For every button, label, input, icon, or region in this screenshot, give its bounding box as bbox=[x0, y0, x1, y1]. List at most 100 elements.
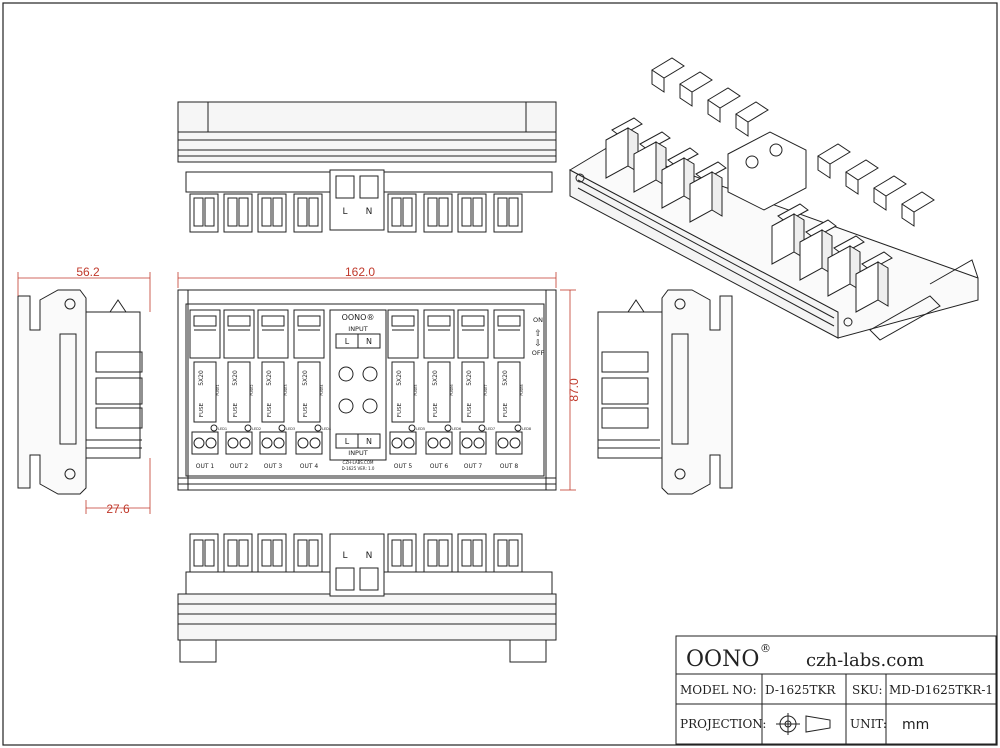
breaker-switch[interactable] bbox=[457, 309, 489, 359]
led-id: LED4 bbox=[322, 427, 332, 431]
arrow-down-icon: ⇩ bbox=[534, 339, 542, 349]
bottom-view: L N bbox=[177, 533, 557, 663]
board-brand: OONO® bbox=[342, 313, 375, 322]
fuse-holder bbox=[391, 361, 415, 423]
led-id: LED8 bbox=[522, 427, 531, 431]
fuse-id: FUSE3 bbox=[284, 384, 288, 395]
led-indicator bbox=[514, 424, 522, 432]
input-l-top: L bbox=[345, 337, 350, 346]
breaker-switch[interactable] bbox=[293, 309, 325, 359]
bottom-terminal-block bbox=[189, 533, 219, 573]
input-l-bottom: L bbox=[345, 437, 350, 446]
input-n-bottom: N bbox=[366, 437, 372, 446]
fuse-id: FUSE4 bbox=[320, 384, 324, 396]
output-label: OUT 2 bbox=[230, 463, 249, 470]
fuse-rating: 5X20 bbox=[396, 370, 403, 386]
fuse-holder bbox=[297, 361, 321, 423]
fuse-label: FUSE bbox=[233, 402, 239, 417]
top-l-label: L bbox=[342, 207, 347, 217]
output-terminal bbox=[425, 431, 453, 455]
top-terminal-block bbox=[493, 193, 523, 233]
iso-channel bbox=[605, 57, 685, 179]
bottom-terminal-block bbox=[293, 533, 323, 573]
top-terminal-block bbox=[423, 193, 453, 233]
output-label: OUT 4 bbox=[300, 463, 319, 470]
fuse-id: FUSE5 bbox=[414, 384, 418, 395]
fuse-rating: 5X20 bbox=[502, 370, 509, 386]
iso-channel bbox=[771, 143, 851, 265]
output-terminal bbox=[459, 431, 487, 455]
fuse-holder bbox=[227, 361, 251, 423]
unit-value: mm bbox=[902, 717, 929, 733]
fuse-id: FUSE8 bbox=[520, 384, 524, 395]
fuse-rating: 5X20 bbox=[466, 370, 473, 386]
dim-front-height: 87.0 bbox=[567, 378, 581, 402]
bottom-terminal-block bbox=[257, 533, 287, 573]
dimensions bbox=[17, 272, 576, 514]
output-label: OUT 7 bbox=[464, 463, 483, 470]
fuse-label: FUSE bbox=[303, 402, 309, 417]
led-id: LED1 bbox=[218, 427, 227, 431]
output-terminal bbox=[389, 431, 417, 455]
input-label-top: INPUT bbox=[348, 325, 367, 333]
top-terminal-block bbox=[457, 193, 487, 233]
breaker-switch[interactable] bbox=[189, 309, 221, 359]
fuse-rating: 5X20 bbox=[198, 370, 205, 386]
led-indicator bbox=[210, 424, 218, 432]
bottom-terminal-block bbox=[493, 533, 523, 573]
iso-channel bbox=[633, 71, 713, 193]
led-indicator bbox=[244, 424, 252, 432]
projection-label: PROJECTION: bbox=[680, 717, 766, 731]
brand-registered-mark: ® bbox=[760, 642, 771, 655]
fuse-rating: 5X20 bbox=[432, 370, 439, 386]
top-n-label: N bbox=[366, 207, 373, 217]
input-n-top: N bbox=[366, 337, 372, 346]
bottom-terminal-block bbox=[387, 533, 417, 573]
breaker-switch[interactable] bbox=[223, 309, 255, 359]
title-block bbox=[675, 635, 997, 745]
top-terminal-block bbox=[293, 193, 323, 233]
output-terminal bbox=[259, 431, 287, 455]
bottom-n-label: N bbox=[366, 551, 373, 561]
fuse-label: FUSE bbox=[397, 402, 403, 417]
breaker-switch[interactable] bbox=[257, 309, 289, 359]
led-indicator bbox=[408, 424, 416, 432]
top-terminal-block bbox=[387, 193, 417, 233]
output-terminal bbox=[225, 431, 253, 455]
bottom-l-label: L bbox=[342, 551, 347, 561]
breaker-switch[interactable] bbox=[423, 309, 455, 359]
fuse-rating: 5X20 bbox=[302, 370, 309, 386]
iso-input-block bbox=[727, 131, 807, 211]
top-terminal-block bbox=[189, 193, 219, 233]
fuse-holder bbox=[427, 361, 451, 423]
output-terminal bbox=[495, 431, 523, 455]
brand-name: OONO bbox=[686, 647, 759, 672]
output-label: OUT 3 bbox=[264, 463, 283, 470]
breaker-switch[interactable] bbox=[493, 309, 525, 359]
bottom-terminal-block bbox=[423, 533, 453, 573]
iso-channel bbox=[799, 159, 879, 281]
input-label-bottom: INPUT bbox=[348, 449, 367, 457]
brand-website: czh-labs.com bbox=[806, 650, 924, 671]
board-footer-2: D-1625 VER: 1.0 bbox=[342, 466, 375, 471]
breaker-switch[interactable] bbox=[387, 309, 419, 359]
fuse-rating: 5X20 bbox=[266, 370, 273, 386]
fuse-holder bbox=[497, 361, 521, 423]
fuse-id: FUSE1 bbox=[216, 384, 220, 395]
output-label: OUT 8 bbox=[500, 463, 519, 470]
dim-front-width: 162.0 bbox=[345, 265, 375, 279]
left-side-view bbox=[17, 289, 143, 495]
led-id: LED2 bbox=[252, 427, 261, 431]
output-terminal bbox=[191, 431, 219, 455]
led-indicator bbox=[314, 424, 322, 432]
